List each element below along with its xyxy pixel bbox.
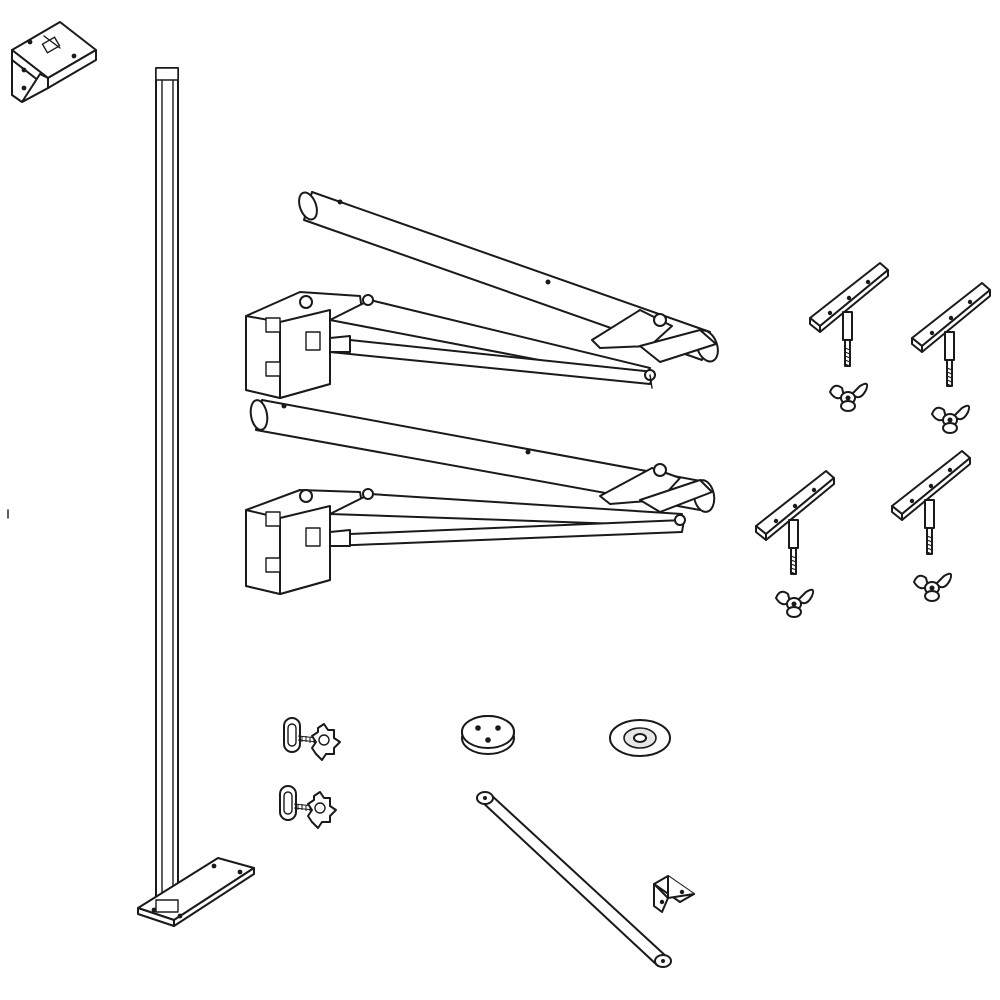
star-knob-clamp-2	[279, 785, 337, 829]
wing-nut-2	[931, 404, 971, 434]
base-plate	[137, 857, 255, 927]
t-mount-bolt-3	[755, 470, 835, 575]
wing-nut-3	[775, 588, 815, 618]
star-knob-clamp-1	[283, 717, 341, 761]
small-angle-bracket	[653, 875, 695, 913]
swing-arm-upper	[245, 191, 719, 399]
diagonal-brace	[476, 791, 672, 968]
swing-arm-lower	[245, 399, 716, 595]
t-mount-bolt-4	[891, 450, 971, 555]
flat-washer-three-hole	[461, 715, 515, 755]
vertical-post	[155, 67, 179, 911]
wall-bracket	[11, 21, 97, 103]
dished-washer	[609, 719, 671, 757]
t-mount-bolt-1	[809, 262, 889, 367]
wing-nut-1	[829, 382, 869, 412]
t-mount-bolt-2	[911, 282, 991, 387]
wing-nut-4	[913, 572, 953, 602]
